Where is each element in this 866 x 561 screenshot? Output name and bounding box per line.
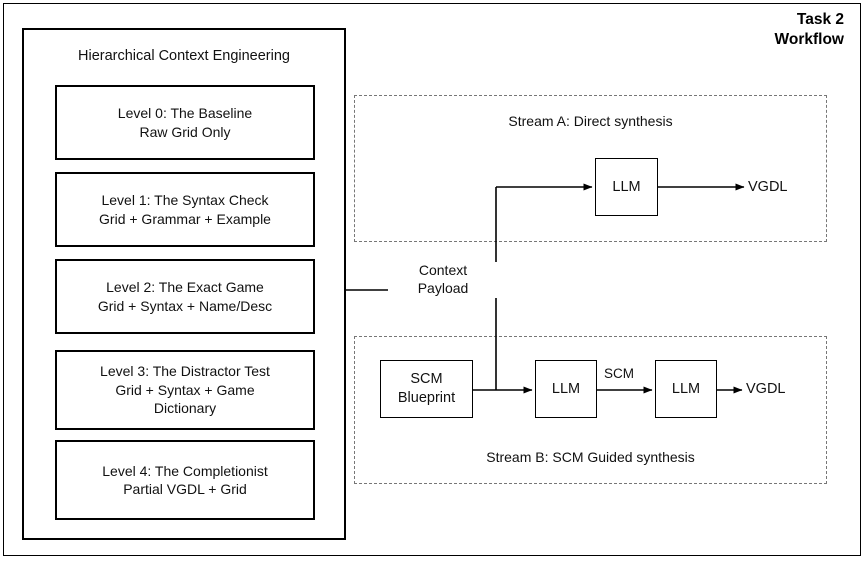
stream-a-container: Stream A: Direct synthesis	[354, 95, 827, 242]
level-0-box[interactable]: Level 0: The Baseline Raw Grid Only	[55, 85, 315, 160]
scm-blueprint-node[interactable]: SCM Blueprint	[380, 360, 473, 418]
diagram-outer-border	[3, 3, 861, 556]
llm-node-stream-a[interactable]: LLM	[595, 158, 658, 216]
page-title: Task 2 Workflow	[774, 11, 844, 48]
llm-node-stream-b-second[interactable]: LLM	[655, 360, 717, 418]
vgdl-output-stream-a: VGDL	[748, 179, 788, 195]
level-3-box[interactable]: Level 3: The Distractor Test Grid + Synt…	[55, 350, 315, 430]
panel-heading: Hierarchical Context Engineering	[78, 48, 290, 64]
llm-node-stream-b-first[interactable]: LLM	[535, 360, 597, 418]
level-4-box[interactable]: Level 4: The Completionist Partial VGDL …	[55, 440, 315, 520]
context-payload-label: Context Payload	[388, 262, 498, 298]
stream-a-label: Stream A: Direct synthesis	[508, 113, 673, 129]
hierarchical-context-engineering-panel: Hierarchical Context Engineering Level 0…	[22, 28, 346, 540]
level-1-box[interactable]: Level 1: The Syntax Check Grid + Grammar…	[55, 172, 315, 247]
stream-b-container: Stream B: SCM Guided synthesis	[354, 336, 827, 484]
scm-edge-label: SCM	[604, 366, 634, 381]
stream-b-label: Stream B: SCM Guided synthesis	[486, 449, 695, 465]
level-2-box[interactable]: Level 2: The Exact Game Grid + Syntax + …	[55, 259, 315, 334]
vgdl-output-stream-b: VGDL	[746, 381, 786, 397]
